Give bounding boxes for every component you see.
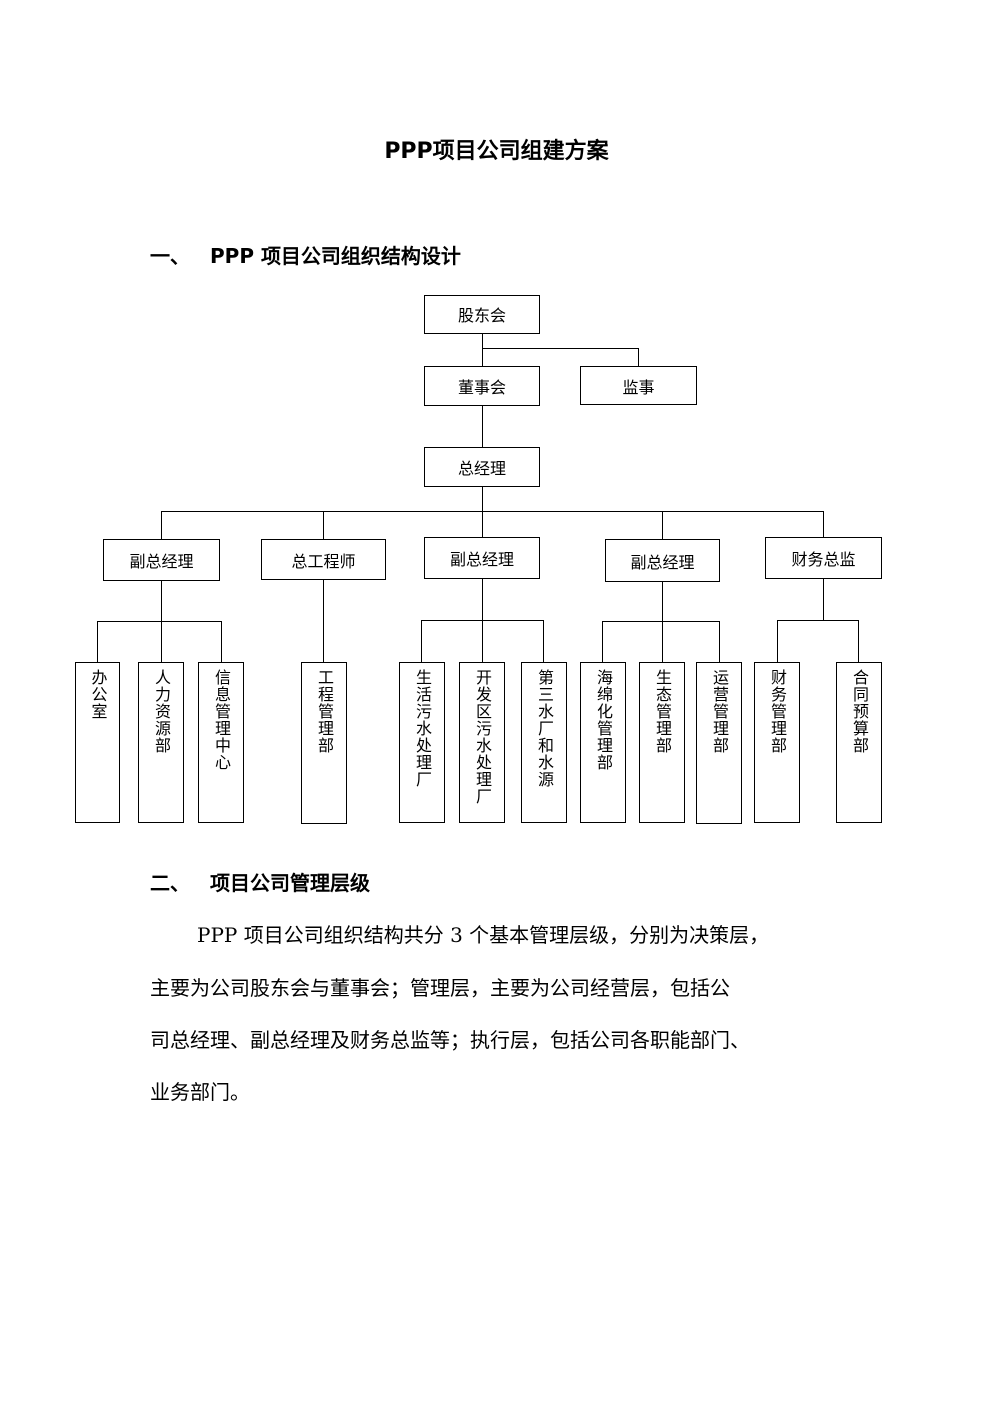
org-box-supervisor: 监事 [580,366,697,405]
dept-label: 合同预算部 [850,669,869,754]
org-box-dept-info-center: 信息管理中心 [198,662,244,823]
paragraph-line-1: PPP 项目公司组织结构共分 3 个基本管理层级，分别为决策层， [197,923,770,947]
dept-label: 信息管理中心 [212,669,231,771]
org-box-general-manager: 总经理 [424,447,540,487]
document-title: PPP项目公司组建方案 [384,139,609,164]
org-box-dept-sewage-plant: 生活污水处理厂 [399,662,445,823]
org-box-dept-operations: 运营管理部 [696,662,742,824]
org-box-dept-contract-budget: 合同预算部 [836,662,882,823]
org-box-dept-sponge-city: 海绵化管理部 [580,662,626,823]
dept-label: 生活污水处理厂 [413,669,432,788]
dept-label: 工程管理部 [315,669,334,754]
org-box-board: 董事会 [424,366,540,406]
org-box-dept-water-plant: 第三水厂和水源 [521,662,567,823]
org-box-dept-hr: 人力资源部 [138,662,184,823]
dept-label: 运营管理部 [710,669,729,754]
section-1-title: PPP 项目公司组织结构设计 [210,244,461,268]
dept-label: 海绵化管理部 [594,669,613,771]
dept-label: 开发区污水处理厂 [473,669,492,805]
org-box-dept-ecology: 生态管理部 [639,662,685,823]
dept-label: 第三水厂和水源 [535,669,554,788]
org-box-cfo: 财务总监 [765,537,882,579]
org-box-dept-devzone-sewage-plant: 开发区污水处理厂 [459,662,505,823]
org-box-vice-gm-2: 副总经理 [424,537,540,579]
org-box-vice-gm-1: 副总经理 [103,539,220,581]
org-box-shareholders: 股东会 [424,295,540,334]
paragraph-line-4: 业务部门。 [150,1080,250,1104]
dept-label: 人力资源部 [152,669,171,754]
section-1-heading: 一、 PPP 项目公司组织结构设计 [150,240,461,269]
paragraph-line-3: 司总经理、副总经理及财务总监等；执行层，包括公司各职能部门、 [150,1028,750,1052]
paragraph-line-2: 主要为公司股东会与董事会；管理层，主要为公司经营层，包括公 [150,976,730,1000]
section-2-title: 项目公司管理层级 [210,871,370,895]
org-box-chief-engineer: 总工程师 [261,539,386,580]
org-box-dept-engineering: 工程管理部 [301,662,347,824]
section-1-number: 一、 [150,244,190,268]
org-box-dept-office: 办公室 [75,662,120,823]
dept-label: 办公室 [88,669,108,720]
section-2-heading: 二、项目公司管理层级 [150,867,370,896]
org-box-dept-finance: 财务管理部 [754,662,800,823]
dept-label: 财务管理部 [768,669,787,754]
org-box-vice-gm-3: 副总经理 [605,539,720,582]
section-2-number: 二、 [150,871,190,895]
dept-label: 生态管理部 [653,669,672,754]
